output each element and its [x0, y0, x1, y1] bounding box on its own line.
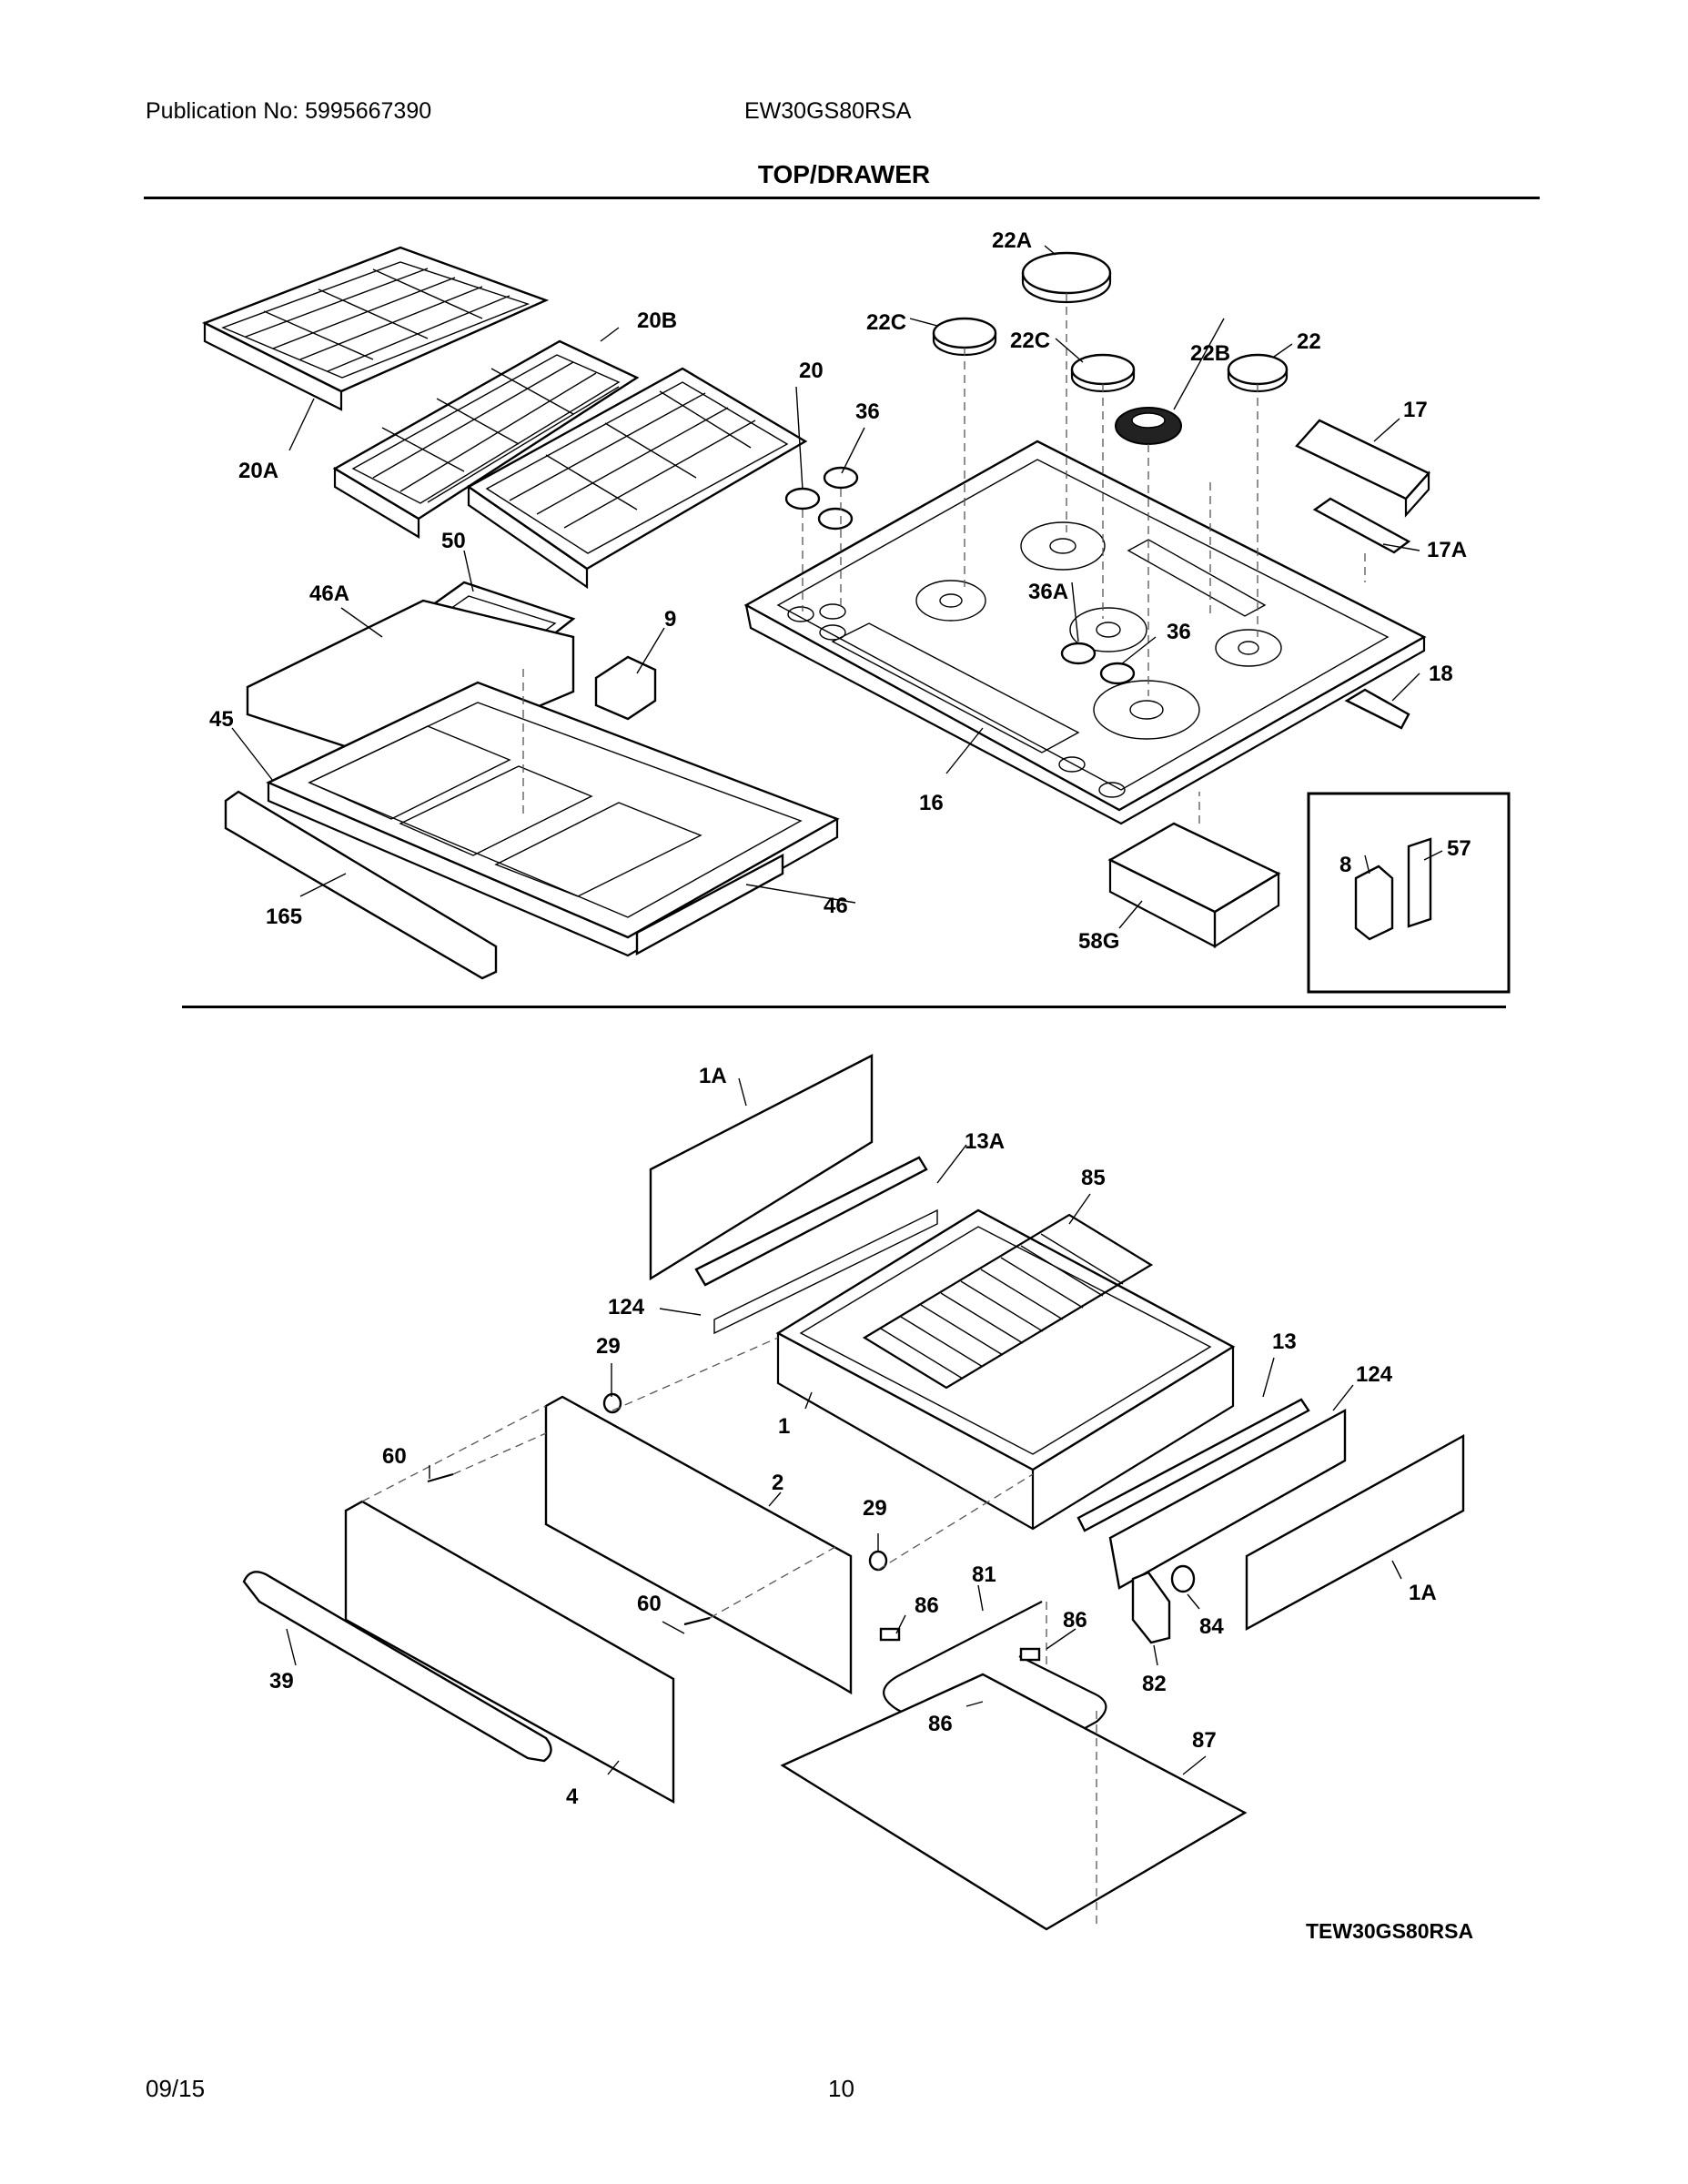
label-29-right: 29 [863, 1496, 887, 1521]
valve-knob-36[interactable] [1099, 662, 1136, 685]
label-20a: 20A [238, 459, 278, 483]
label-22a: 22A [992, 228, 1032, 253]
label-57: 57 [1447, 836, 1471, 861]
label-22c-right: 22C [1010, 329, 1050, 353]
label-1a-right: 1A [1409, 1581, 1437, 1605]
label-165: 165 [266, 905, 302, 929]
clip-86[interactable] [879, 1627, 1041, 1710]
cooktop-16[interactable] [743, 440, 1427, 825]
label-22b: 22B [1190, 341, 1230, 366]
label-22: 22 [1297, 329, 1321, 354]
side-panel-1a-right[interactable] [1245, 1433, 1465, 1632]
label-20b: 20B [637, 308, 677, 333]
slide-13a[interactable] [694, 1156, 938, 1335]
slide-124-right[interactable] [1108, 1408, 1347, 1590]
label-124-left: 124 [608, 1295, 645, 1320]
footer-date: 09/15 [146, 2075, 206, 2102]
handle-39[interactable] [242, 1571, 552, 1763]
label-1a-top: 1A [699, 1064, 727, 1088]
label-13a: 13A [965, 1129, 1005, 1154]
publication-number: Publication No: 5995667390 [146, 98, 432, 124]
label-60-bottom: 60 [637, 1592, 662, 1616]
label-86-c: 86 [928, 1712, 953, 1736]
side-rail-46[interactable] [635, 854, 784, 956]
label-1: 1 [778, 1414, 790, 1439]
label-36-top: 36 [855, 399, 880, 424]
trim-17[interactable] [1295, 419, 1430, 518]
section-title: TOP/DRAWER [757, 160, 931, 188]
label-86-b: 86 [1063, 1608, 1087, 1633]
label-36a: 36A [1028, 580, 1068, 604]
diagram-reference: TEW30GS80RSA [1306, 1919, 1473, 1943]
rail-165[interactable] [224, 790, 498, 980]
bracket-57[interactable] [1407, 837, 1432, 928]
label-8: 8 [1339, 853, 1351, 877]
burner-cap-22b[interactable] [1115, 407, 1182, 445]
valve-knobs-36[interactable] [784, 466, 859, 531]
label-22c-left: 22C [866, 310, 906, 335]
drawer-1[interactable] [775, 1208, 1236, 1531]
label-2: 2 [772, 1471, 783, 1495]
bracket-17a[interactable] [1312, 497, 1411, 554]
valve-knob-36a[interactable] [1060, 642, 1097, 665]
switch-8[interactable] [1354, 864, 1394, 941]
label-84: 84 [1199, 1614, 1224, 1639]
page-number: 10 [828, 2075, 854, 2102]
label-4: 4 [566, 1785, 579, 1809]
switch-84[interactable] [1170, 1564, 1196, 1593]
grate-20a[interactable] [202, 246, 550, 411]
grate-20[interactable] [466, 367, 808, 590]
side-panel-1a-left[interactable] [649, 1054, 874, 1281]
label-39: 39 [269, 1669, 294, 1694]
label-29-left: 29 [596, 1334, 621, 1359]
label-9: 9 [664, 607, 676, 632]
label-124-right: 124 [1356, 1362, 1393, 1387]
label-87: 87 [1192, 1728, 1217, 1753]
label-86-a: 86 [915, 1593, 939, 1618]
grate-20b[interactable] [332, 339, 640, 539]
label-16: 16 [919, 791, 944, 815]
screw-60[interactable] [427, 1472, 711, 1626]
header-rule [144, 197, 1540, 199]
label-17: 17 [1403, 398, 1428, 422]
inset-box [1307, 792, 1511, 994]
label-81: 81 [972, 1562, 996, 1587]
label-18: 18 [1429, 662, 1453, 686]
drawer-front-2[interactable] [544, 1395, 853, 1695]
label-85: 85 [1081, 1166, 1106, 1190]
section-divider [182, 1006, 1506, 1008]
label-82: 82 [1142, 1672, 1167, 1696]
slide-13[interactable] [1076, 1398, 1310, 1532]
label-45: 45 [209, 707, 234, 732]
rack-85[interactable] [862, 1213, 1154, 1390]
main-frame-45[interactable] [266, 681, 840, 957]
label-17a: 17A [1427, 538, 1467, 562]
bracket-82[interactable] [1131, 1571, 1171, 1644]
label-60-top: 60 [382, 1444, 407, 1469]
model-number: EW30GS80RSA [744, 98, 912, 124]
label-58g: 58G [1078, 929, 1119, 954]
bracket-9[interactable] [594, 655, 657, 721]
label-50: 50 [441, 529, 466, 553]
label-46a: 46A [309, 581, 349, 606]
label-46: 46 [824, 894, 848, 918]
bottom-panel-87[interactable] [780, 1673, 1248, 1931]
label-20: 20 [799, 359, 824, 383]
insulation-58g[interactable] [1107, 822, 1281, 949]
label-13: 13 [1272, 1330, 1297, 1354]
trim-18[interactable] [1344, 688, 1410, 730]
label-36-mid: 36 [1167, 620, 1191, 644]
